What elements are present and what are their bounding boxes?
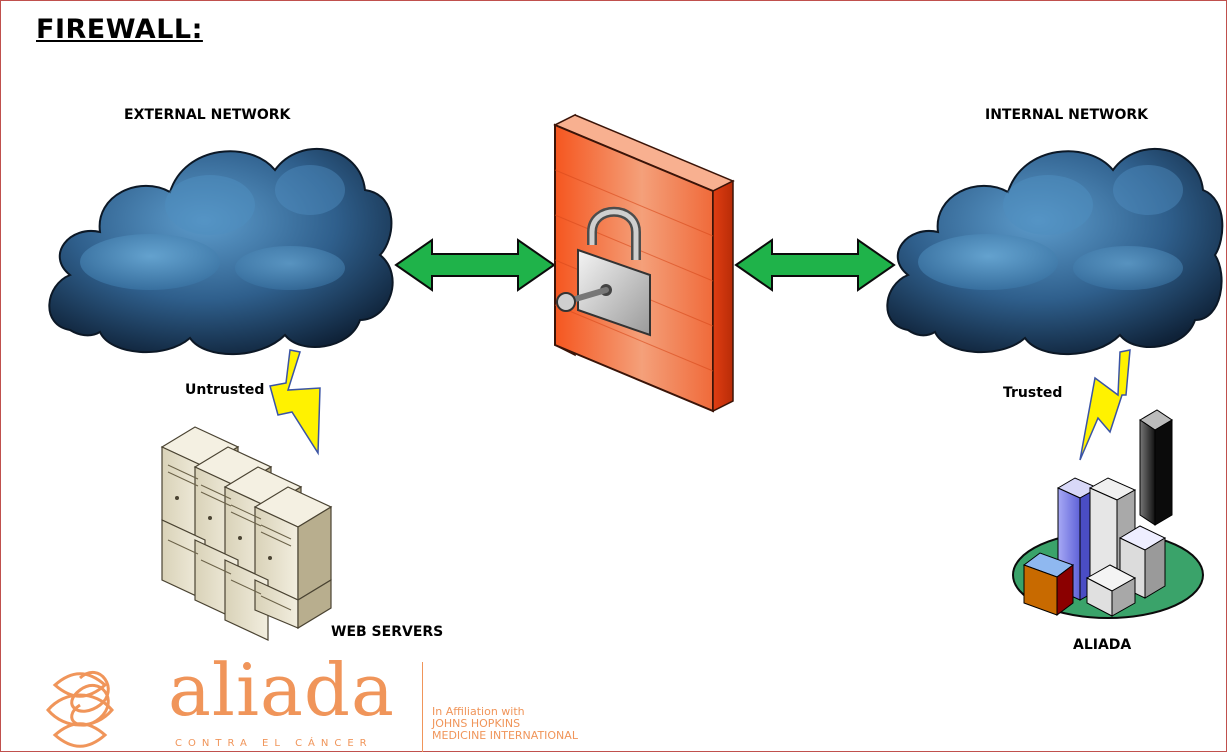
affiliation-text: In Affiliation with JOHNS HOPKINS MEDICI… — [432, 706, 578, 742]
external-cloud-icon — [48, 148, 394, 356]
server-rack-icon — [160, 426, 333, 641]
trusted-label: Trusted — [1003, 385, 1063, 401]
affiliation-line-2: JOHNS HOPKINS — [432, 717, 521, 730]
internal-cloud-icon — [886, 148, 1224, 356]
affiliation-line-1: In Affiliation with — [432, 705, 525, 718]
logo-tagline: CONTRA EL CÁNCER — [175, 738, 373, 749]
padlock-icon — [556, 206, 651, 337]
logo-wordmark: aliada — [168, 648, 395, 732]
trusted-lightning-icon — [1079, 349, 1131, 461]
web-servers-label: WEB SERVERS — [331, 624, 444, 640]
internal-network-label: INTERNAL NETWORK — [985, 107, 1148, 123]
right-double-arrow-icon — [734, 238, 896, 292]
aliada-logo-icon — [46, 670, 114, 748]
affiliation-line-3: MEDICINE INTERNATIONAL — [432, 729, 578, 742]
city-buildings-icon — [1012, 409, 1204, 619]
page-title: FIREWALL: — [36, 14, 203, 45]
firewall-icon — [553, 113, 735, 413]
untrusted-lightning-icon — [269, 349, 321, 456]
external-network-label: EXTERNAL NETWORK — [124, 107, 291, 123]
logo-divider — [422, 662, 423, 752]
untrusted-label: Untrusted — [185, 382, 265, 398]
left-double-arrow-icon — [394, 238, 556, 292]
aliada-label: ALIADA — [1073, 637, 1132, 653]
